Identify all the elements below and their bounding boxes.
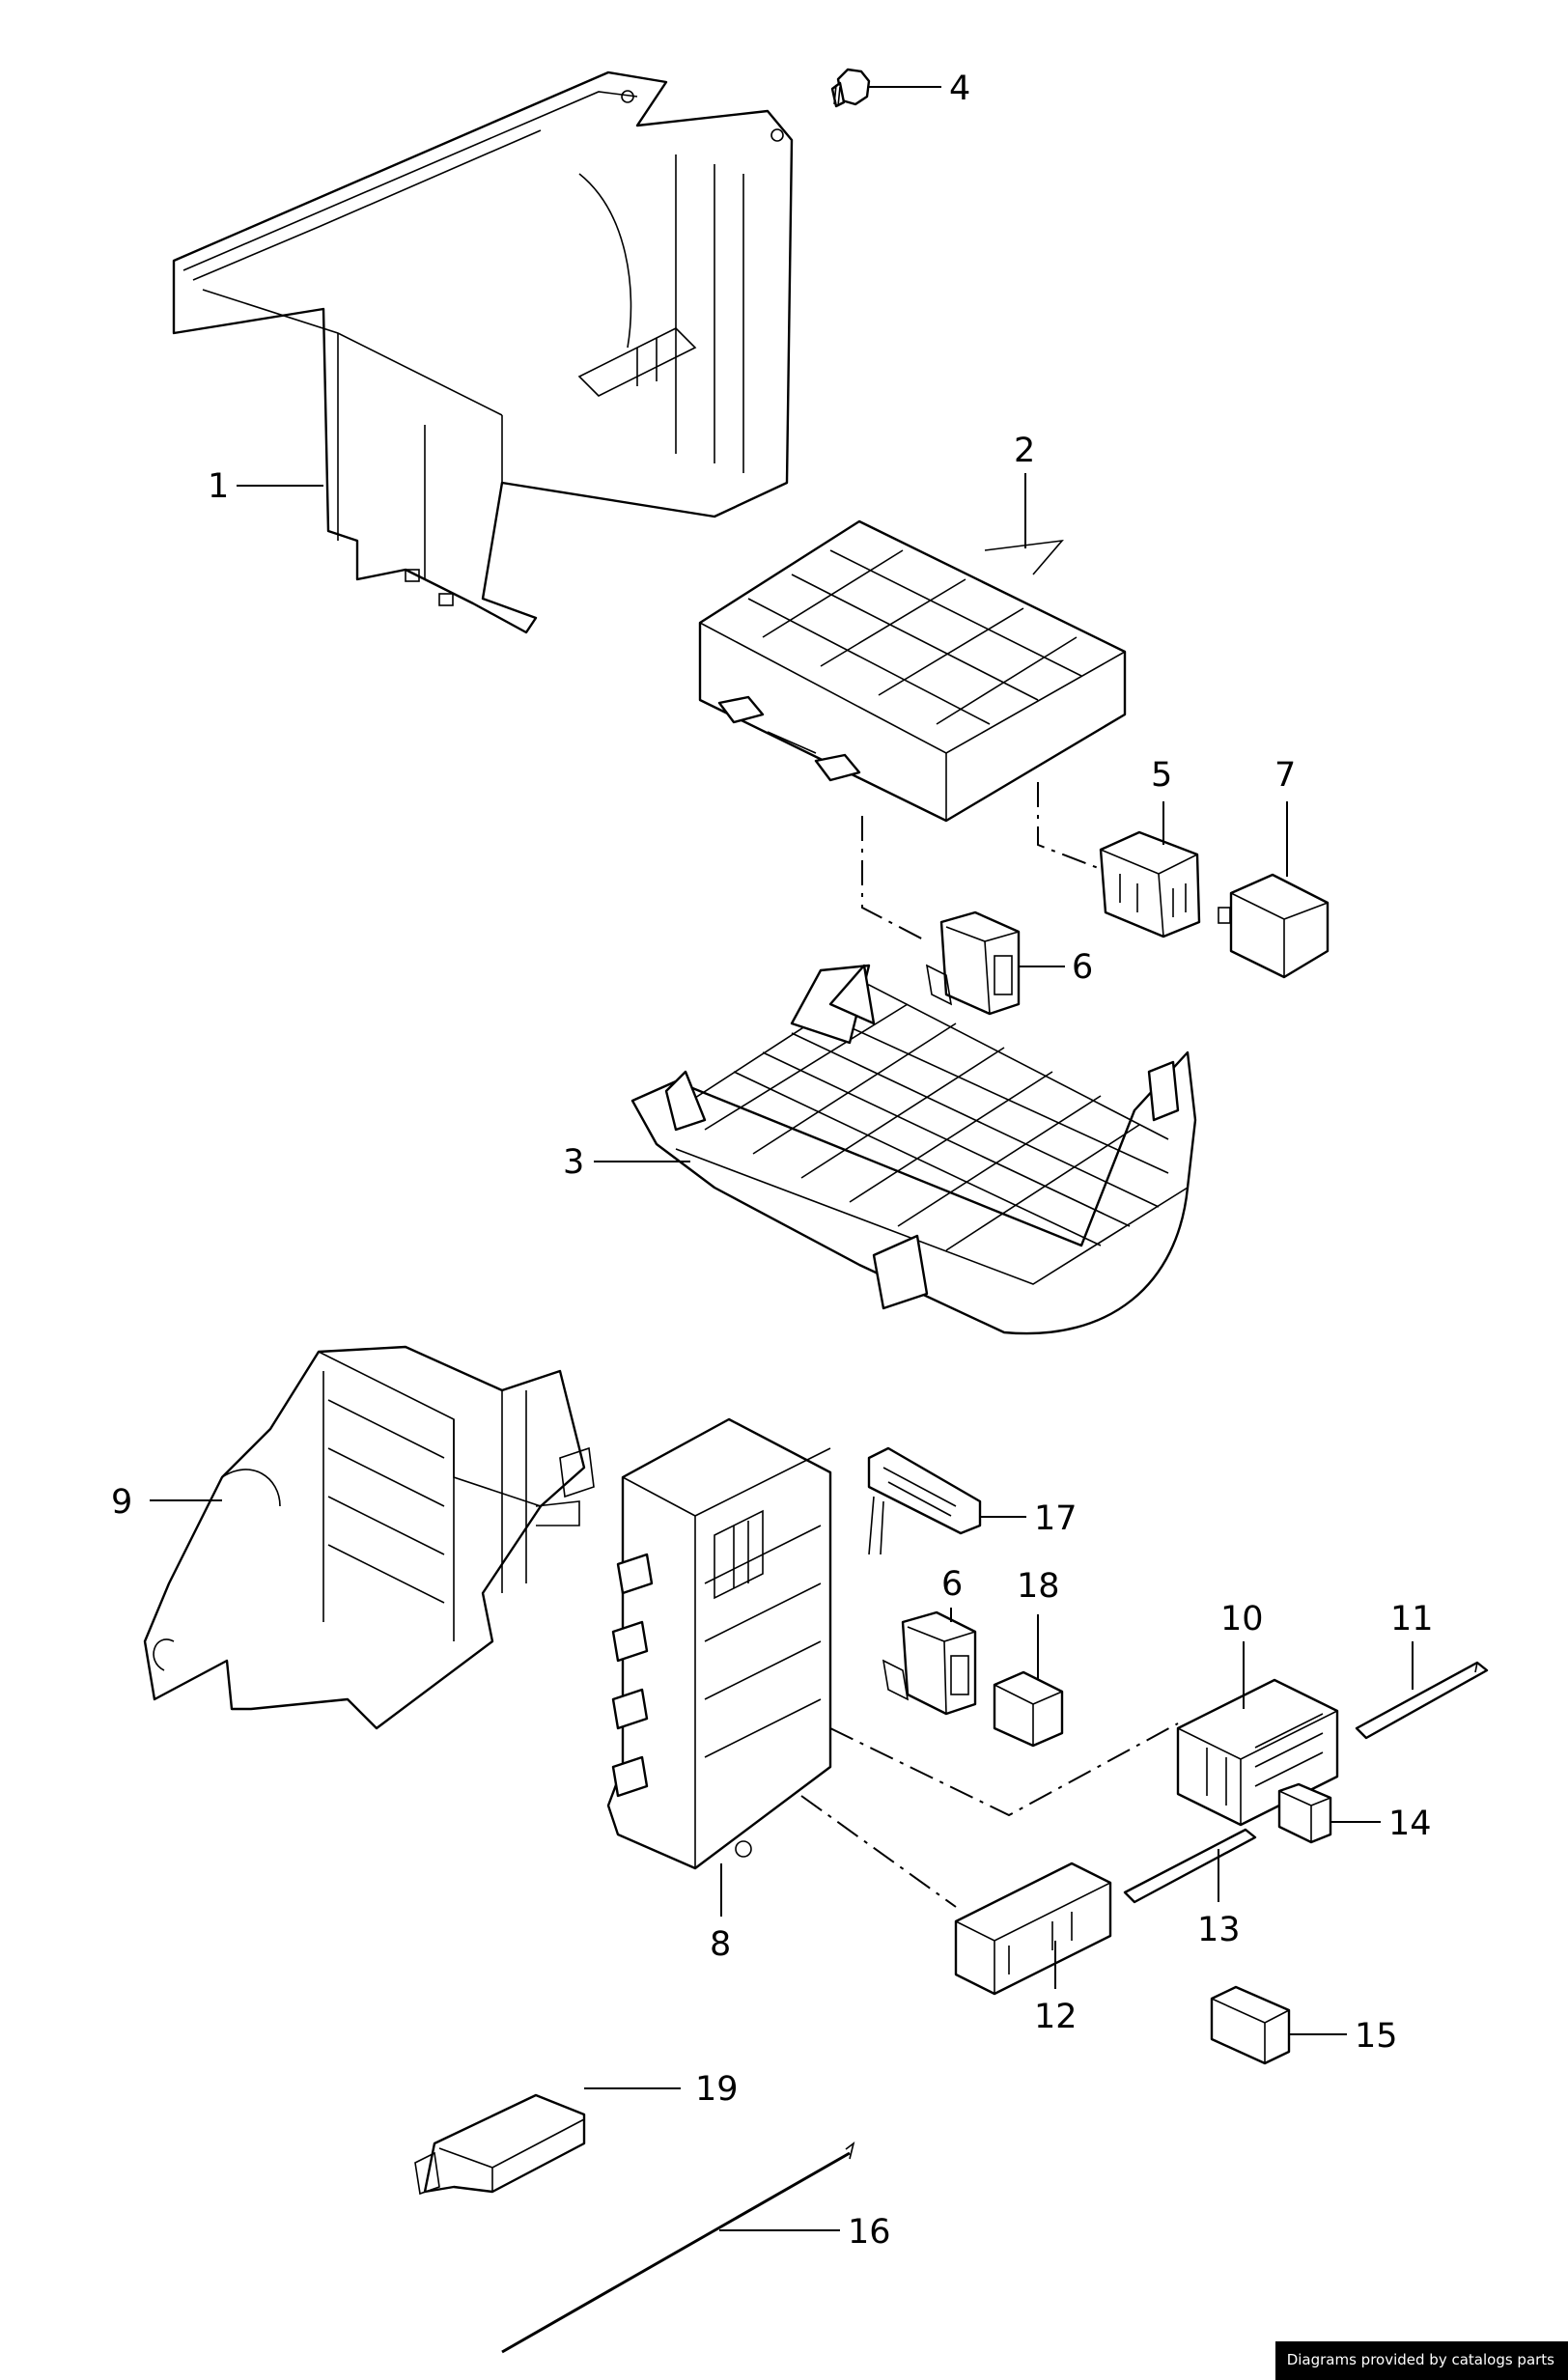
part-5-relay-socket [1099,830,1201,938]
part-7-relay [1218,873,1330,979]
callout-16: 16 [848,2213,891,2252]
callout-7: 7 [1274,756,1296,795]
assembly-line-2-6 [861,816,928,942]
callout-1: 1 [208,467,229,506]
part-16-rod [501,2142,855,2354]
callout-14: 14 [1388,1805,1432,1843]
callout-12: 12 [1034,1998,1078,2036]
assembly-line-2-5 [1037,782,1102,870]
callout-2: 2 [1014,432,1035,470]
part-19-holder [414,2093,586,2196]
part-8-fuse-box [606,1417,832,1870]
part-9-cover [143,1345,595,1730]
callout-5: 5 [1151,756,1172,795]
callout-10: 10 [1220,1600,1264,1638]
callouts: 1 2 3 4 5 6 6 7 8 9 10 11 12 13 14 15 16… [111,70,1434,2252]
callout-19: 19 [695,2070,739,2109]
credit-badge: Diagrams provided by catalogs parts [1274,2341,1568,2380]
callout-8: 8 [710,1925,731,1964]
callout-11: 11 [1390,1600,1434,1638]
callout-6-upper: 6 [1072,948,1093,987]
part-3-lower-tray [630,964,1197,1335]
part-4-bolt [830,68,871,108]
callout-3: 3 [563,1143,584,1182]
leader-lines [150,86,1414,2231]
part-14-clip [1277,1782,1332,1844]
assembly-lines [800,782,1179,1908]
callout-4: 4 [949,70,970,108]
part-12-connector [954,1862,1112,1996]
callout-13: 13 [1197,1911,1241,1949]
part-18-relay [993,1670,1064,1748]
callout-15: 15 [1355,2017,1398,2056]
callout-9: 9 [111,1483,132,1522]
part-6-socket-upper [925,910,1021,1016]
part-6-socket-lower [882,1610,977,1716]
part-13-strip [1123,1828,1257,1904]
part-2-relay-carrier [698,519,1127,823]
callout-17: 17 [1034,1499,1078,1538]
part-15-clip [1210,1985,1291,2065]
callout-18: 18 [1017,1567,1060,1606]
part-17-connector [867,1446,982,1555]
callout-6-lower: 6 [941,1565,963,1604]
part-11-strip [1355,1661,1489,1740]
assembly-line-8-10 [829,1722,1179,1817]
assembly-line-8-12 [800,1795,957,1908]
part-1-bracket [172,70,794,634]
